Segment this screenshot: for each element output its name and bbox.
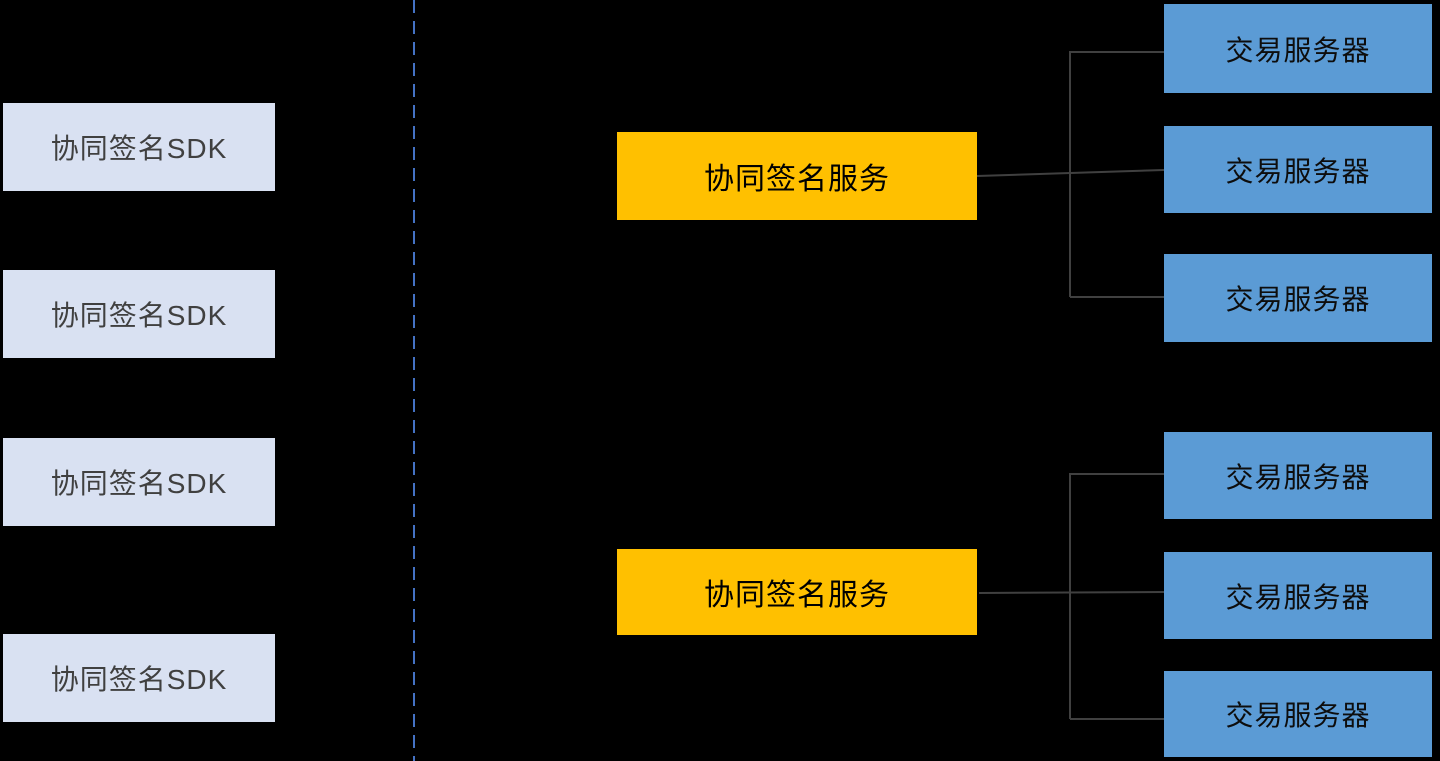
node-trade-server-1-2: 交易服务器 <box>1164 126 1432 213</box>
node-sdk-4: 协同签名SDK <box>3 634 275 722</box>
node-sdk-3: 协同签名SDK <box>3 438 275 526</box>
connector-service-to-server-1 <box>976 169 1165 177</box>
node-trade-server-2-2: 交易服务器 <box>1164 552 1432 639</box>
connector-service-to-server-2 <box>978 591 1165 594</box>
node-sdk-2: 协同签名SDK <box>3 270 275 358</box>
node-trade-server-2-3: 交易服务器 <box>1164 671 1432 757</box>
node-trade-server-2-1: 交易服务器 <box>1164 432 1432 519</box>
node-trade-server-1-1: 交易服务器 <box>1164 4 1432 93</box>
node-signing-service-1: 协同签名服务 <box>617 132 977 220</box>
node-signing-service-2: 协同签名服务 <box>617 549 977 635</box>
node-sdk-1: 协同签名SDK <box>3 103 275 191</box>
dashed-divider <box>413 0 415 761</box>
node-trade-server-1-3: 交易服务器 <box>1164 254 1432 342</box>
